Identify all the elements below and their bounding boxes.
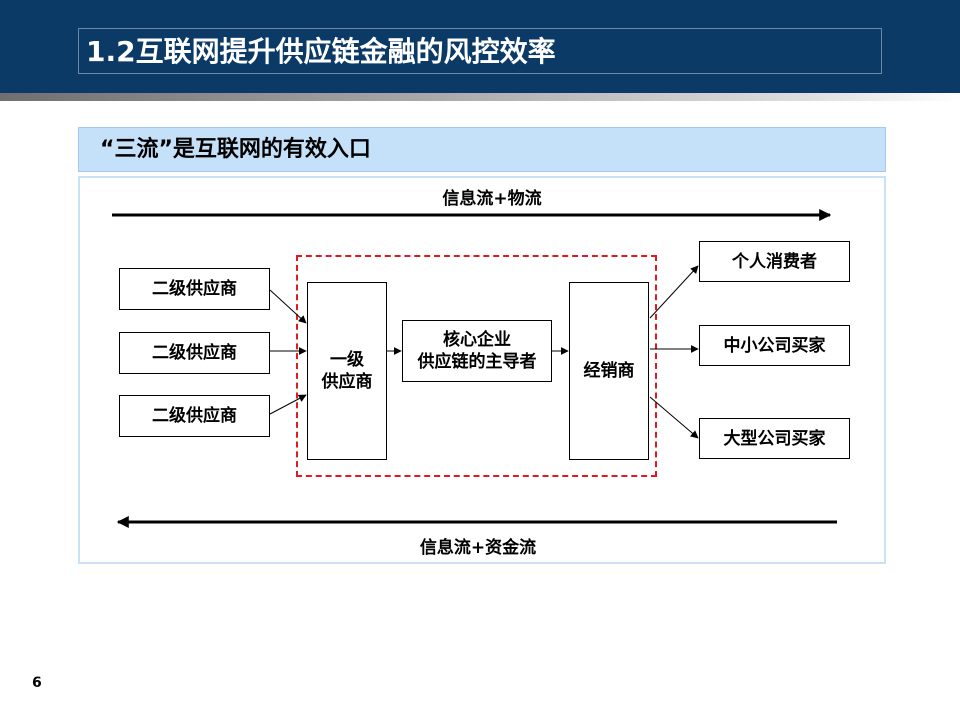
header-shadow (0, 93, 960, 101)
page-number: 6 (32, 675, 42, 691)
core-enterprise-label-line2: 供应链的主导者 (417, 352, 537, 372)
title-frame (78, 28, 882, 74)
buyer-label: 大型公司买家 (723, 428, 826, 449)
header-bar (0, 0, 960, 93)
core-chain-dashed-frame (296, 255, 657, 477)
secondary-supplier-label: 二级供应商 (152, 406, 237, 426)
buyer-box: 大型公司买家 (699, 418, 850, 459)
buyer-label: 个人消费者 (732, 251, 817, 272)
arrow-secondary-1-to-primary (269, 289, 307, 324)
diagram-frame (78, 176, 886, 564)
slide-title: 1.2互联网提升供应链金融的风控效率 (86, 35, 556, 68)
primary-supplier-label-line1: 一级 (330, 350, 364, 370)
distributor-box: 经销商 (569, 282, 649, 460)
buyer-box: 中小公司买家 (699, 325, 850, 366)
primary-supplier-box: 一级 供应商 (307, 282, 387, 460)
secondary-supplier-label: 二级供应商 (152, 343, 237, 363)
primary-supplier-label-line2: 供应商 (321, 372, 373, 392)
secondary-supplier-box: 二级供应商 (119, 332, 270, 374)
section-title: “三流”是互联网的有效入口 (100, 137, 371, 162)
arrow-distributor-to-buyer-3 (649, 396, 699, 439)
core-enterprise-box: 核心企业 供应链的主导者 (402, 320, 552, 382)
section-band (78, 127, 886, 172)
bottom-flow-label: 信息流+资金流 (419, 538, 537, 558)
secondary-supplier-label: 二级供应商 (152, 279, 237, 299)
buyer-label: 中小公司买家 (723, 335, 826, 356)
secondary-supplier-box: 二级供应商 (119, 268, 270, 310)
arrow-distributor-to-buyer-1 (649, 265, 699, 319)
core-enterprise-label-line1: 核心企业 (443, 330, 511, 350)
buyer-box: 个人消费者 (699, 241, 850, 282)
secondary-supplier-box: 二级供应商 (119, 395, 270, 437)
top-flow-label: 信息流+物流 (442, 189, 542, 209)
distributor-label: 经销商 (583, 361, 635, 381)
arrow-secondary-3-to-primary (269, 394, 307, 415)
